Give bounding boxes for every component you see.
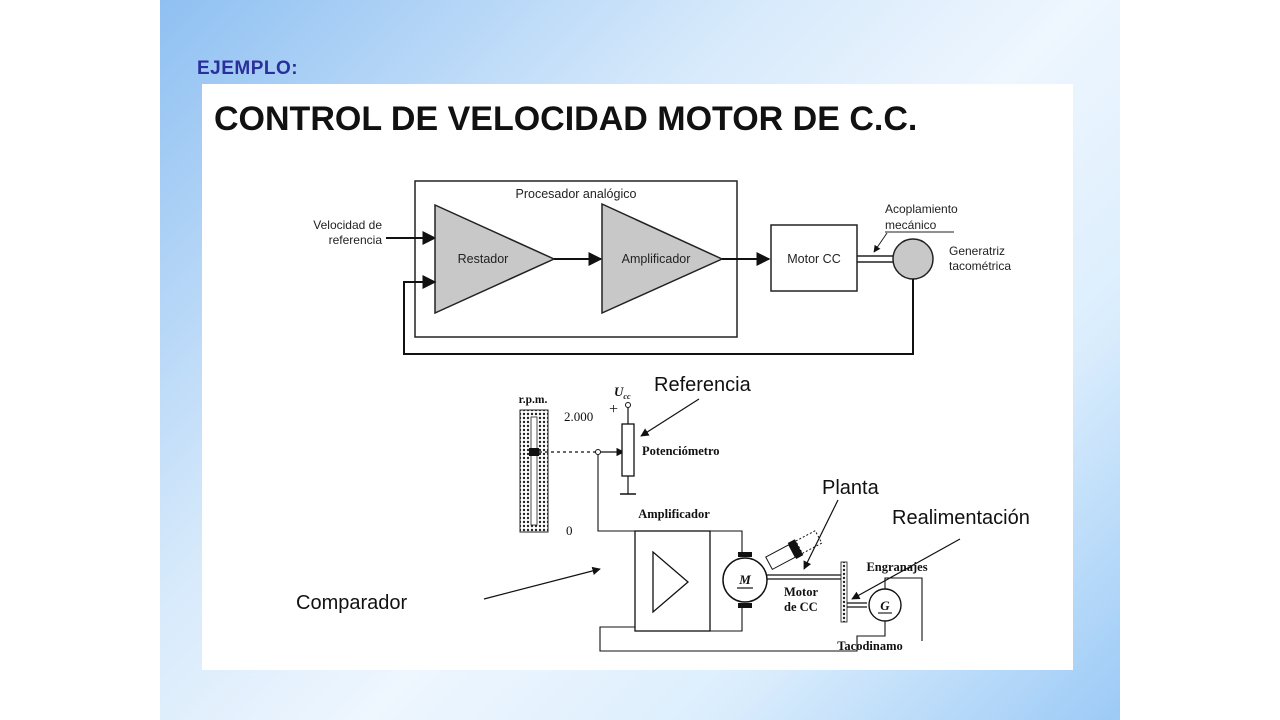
motor-letter: M <box>738 572 751 587</box>
diagram-canvas: Procesador analógico Velocidad de refere… <box>296 180 1030 653</box>
motor-symbol <box>722 557 768 603</box>
rpm-scale-slot <box>530 416 538 526</box>
load-sketch <box>765 530 823 571</box>
amplificador-label: Amplificador <box>622 252 691 266</box>
callout-planta-arrow <box>803 499 839 570</box>
callouts: Referencia Planta Realimentación Compara… <box>296 374 1030 614</box>
diagram-panel: CONTROL DE VELOCIDAD MOTOR DE C.C. Proce… <box>202 84 1073 670</box>
feedback-path <box>403 275 914 355</box>
motor-box <box>770 224 858 292</box>
callout-realimentacion: Realimentación <box>892 507 1030 529</box>
callout-comparador: Comparador <box>296 592 408 614</box>
restador-label: Restador <box>458 252 509 266</box>
motor-brush-bottom <box>738 603 752 608</box>
rpm-scale-knob <box>529 448 539 456</box>
wiper-node <box>595 449 601 455</box>
amp-to-motor-bottom <box>710 608 743 632</box>
comparator-box <box>634 530 711 632</box>
supply-node <box>625 402 631 408</box>
motor-label: Motor CC <box>787 252 840 266</box>
coupling-label-2: mecánico <box>885 218 937 232</box>
gears-label: Engranajes <box>866 560 927 574</box>
input-label-2: referencia <box>329 233 383 247</box>
tacho-letter: G <box>880 598 890 613</box>
ref-to-comparator <box>597 455 635 532</box>
slide-label: EJEMPLO: <box>197 58 299 79</box>
supply-label: Ucc <box>614 384 631 401</box>
input-label-1: Velocidad de <box>313 218 382 232</box>
pot-label: Potenciómetro <box>642 444 720 458</box>
supply-plus: + <box>609 401 618 418</box>
coupling-label-1: Acoplamiento <box>885 202 958 216</box>
tacho-feedback-bottom <box>599 621 886 652</box>
circuit-diagram: r.p.m. 2.000 0 + Ucc Potenciómetro Ampli… <box>519 384 928 653</box>
gear-column <box>840 561 848 623</box>
block-diagram: Procesador analógico Velocidad de refere… <box>313 180 1011 355</box>
tach-label-2: tacométrica <box>949 259 1011 273</box>
amp-to-motor-top <box>710 530 743 556</box>
potentiometer <box>621 423 635 477</box>
coupling-pointer <box>873 232 888 253</box>
amp-symbol <box>652 550 689 614</box>
processor-label: Procesador analógico <box>516 187 637 201</box>
callout-referencia-arrow <box>640 398 700 437</box>
motor-label-2: de CC <box>784 600 818 614</box>
amplificador-triangle <box>601 202 724 315</box>
callout-planta: Planta <box>822 477 880 499</box>
amp-label: Amplificador <box>638 507 710 521</box>
callout-comparador-arrow <box>483 566 601 600</box>
page-title: CONTROL DE VELOCIDAD MOTOR DE C.C. <box>214 100 918 138</box>
tacho-label: Tacodinamo <box>837 639 903 653</box>
tacho-feedback-top <box>884 577 923 641</box>
callout-referencia: Referencia <box>654 374 752 396</box>
motor-label-1: Motor <box>784 585 818 599</box>
scale-bottom: 0 <box>566 523 573 538</box>
tach-label-1: Generatriz <box>949 244 1005 258</box>
tach-generator <box>892 238 934 280</box>
callout-realimentacion-arrow <box>851 538 961 600</box>
scale-label: r.p.m. <box>519 394 548 406</box>
scale-top: 2.000 <box>564 409 593 424</box>
restador-triangle <box>434 203 556 315</box>
motor-brush-top <box>738 552 752 557</box>
